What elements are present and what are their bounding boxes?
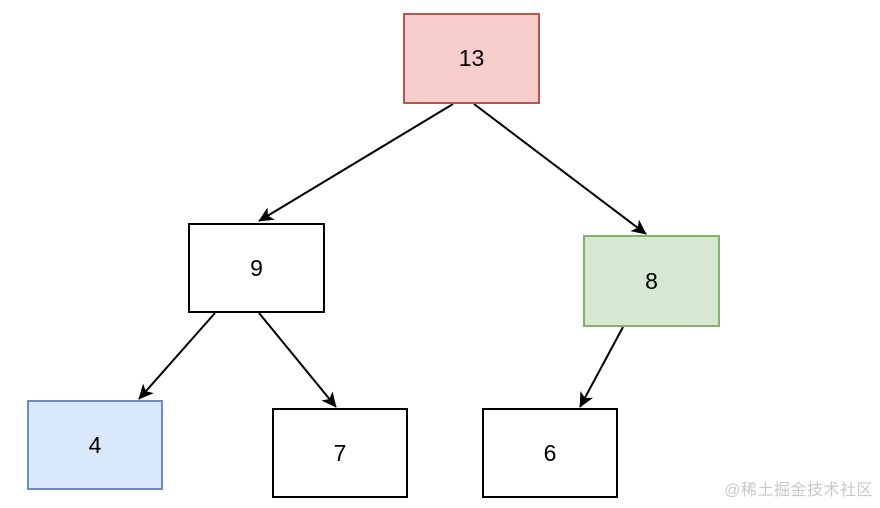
- tree-edge-13-to-9: [258, 103, 454, 222]
- tree-node-label: 4: [88, 431, 102, 458]
- tree-node-label: 13: [458, 45, 485, 71]
- watermark-text: @稀土掘金技术社区: [724, 482, 873, 499]
- tree-node-13: 13: [403, 13, 540, 104]
- tree-node-9: 9: [188, 223, 325, 313]
- tree-edge-9-to-7: [258, 312, 337, 408]
- tree-node-8: 8: [583, 235, 720, 327]
- tree-node-label: 8: [645, 267, 658, 294]
- tree-node-4: 4: [27, 400, 163, 490]
- tree-node-7: 7: [272, 408, 408, 498]
- tree-edge-13-to-8: [473, 103, 647, 235]
- tree-node-label: 6: [543, 439, 557, 466]
- tree-node-label: 7: [333, 439, 347, 466]
- tree-node-label: 9: [250, 254, 263, 281]
- tree-edge-9-to-4: [138, 312, 216, 400]
- tree-edge-8-to-6: [579, 326, 624, 408]
- tree-node-6: 6: [482, 408, 618, 498]
